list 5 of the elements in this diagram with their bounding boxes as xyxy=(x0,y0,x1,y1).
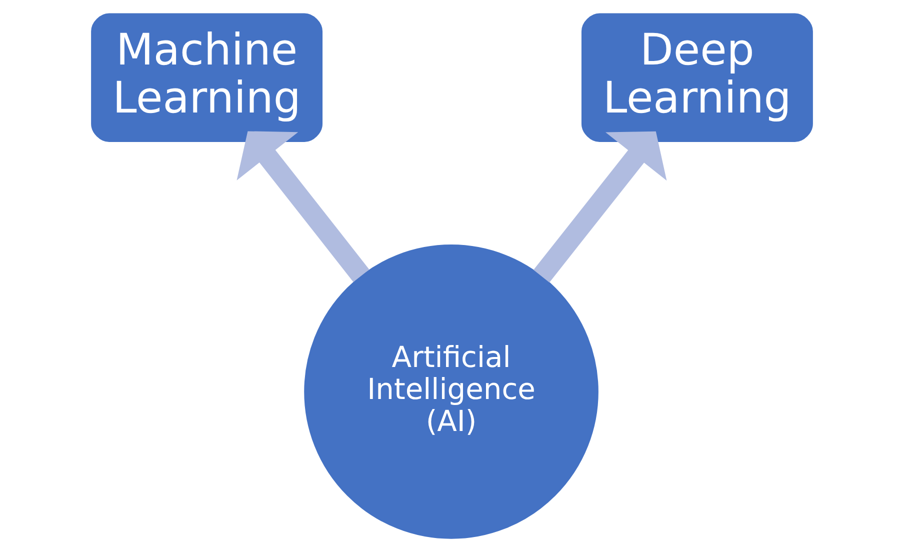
arrow xyxy=(236,131,369,282)
node-circle: Artificial Intelligence (AI) xyxy=(304,244,598,539)
arrow xyxy=(533,131,666,282)
node-box: Machine Learning xyxy=(90,13,322,142)
node-box: Deep Learning xyxy=(580,13,812,142)
